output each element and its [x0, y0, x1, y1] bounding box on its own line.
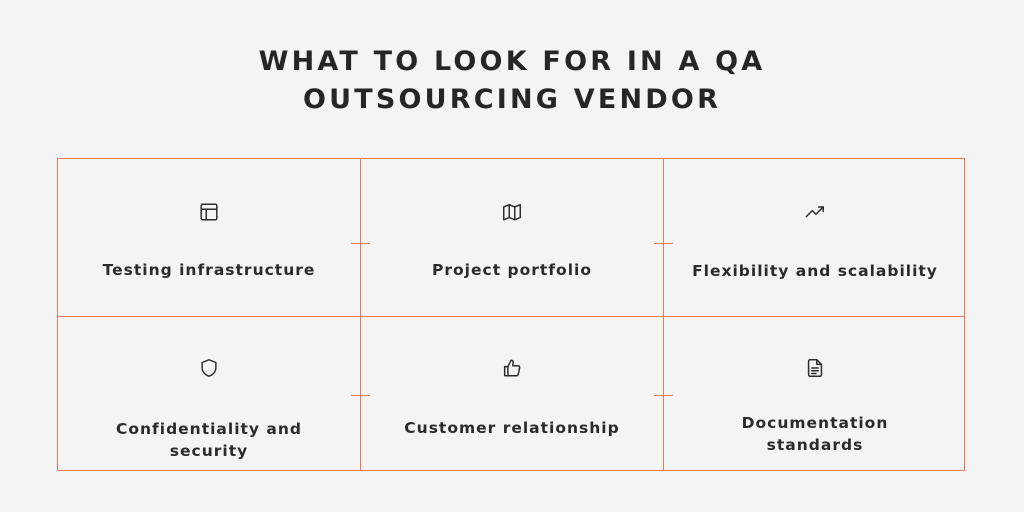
plus-marker-icon	[654, 234, 673, 253]
grid-divider-horizontal	[58, 316, 964, 317]
criteria-cell-project-portfolio: Project portfolio	[361, 159, 663, 315]
grid-divider-vertical-1	[360, 159, 361, 470]
criteria-cell-flexibility-scalability: Flexibility and scalability	[664, 159, 966, 315]
criteria-label: Flexibility and scalability	[692, 262, 938, 280]
criteria-cell-confidentiality-security: Confidentiality and security	[58, 317, 360, 473]
criteria-cell-customer-relationship: Customer relationship	[361, 317, 663, 473]
plus-marker-icon	[654, 386, 673, 405]
document-icon	[804, 357, 826, 379]
trending-up-icon	[804, 201, 826, 223]
plus-marker-icon	[351, 234, 370, 253]
shield-icon	[198, 357, 220, 379]
map-icon	[501, 201, 523, 223]
grid-divider-vertical-2	[663, 159, 664, 470]
page-title: WHAT TO LOOK FOR IN A QA OUTSOURCING VEN…	[0, 43, 1024, 119]
title-line-2: OUTSOURCING VENDOR	[302, 84, 722, 115]
thumbs-up-icon	[501, 357, 523, 379]
criteria-cell-testing-infrastructure: Testing infrastructure	[58, 159, 360, 315]
criteria-label: Testing infrastructure	[102, 261, 316, 279]
plus-marker-icon	[351, 386, 370, 405]
title-line-1: WHAT TO LOOK FOR IN A QA	[258, 46, 766, 77]
criteria-label: Confidentiality and security	[115, 420, 303, 460]
criteria-label: Project portfolio	[432, 261, 592, 279]
criteria-label: Documentation standards	[741, 414, 889, 454]
criteria-cell-documentation-standards: Documentation standards	[664, 317, 966, 473]
vendor-criteria-grid: Testing infrastructure Project portfolio…	[57, 158, 965, 471]
layout-icon	[198, 201, 220, 223]
criteria-label: Customer relationship	[404, 419, 620, 437]
